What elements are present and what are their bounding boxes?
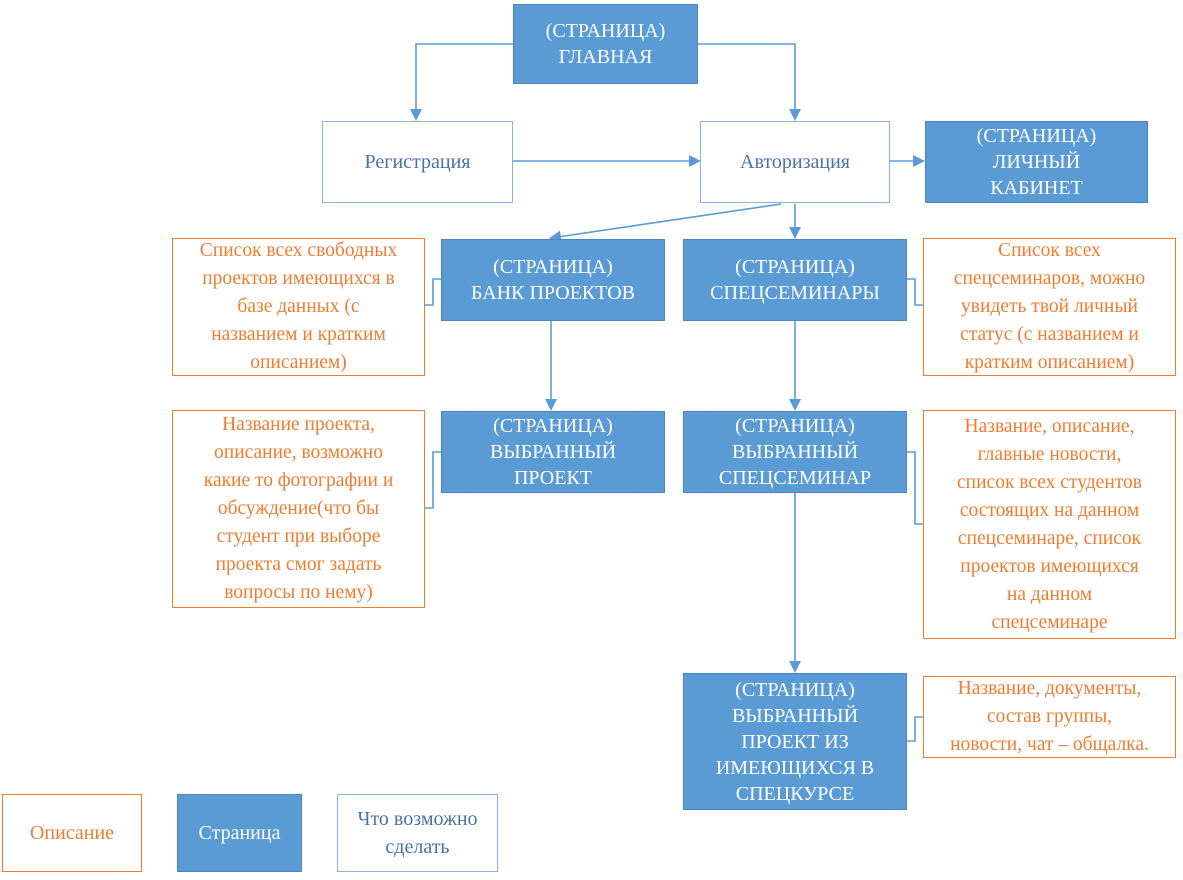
page-course-project: (СТРАНИЦА) ВЫБРАННЫЙ ПРОЕКТ ИЗ ИМЕЮЩИХСЯ… [683,673,907,810]
page-special-seminars: (СТРАНИЦА) СПЕЦСЕМИНАРЫ [683,239,907,321]
page-main: (СТРАНИЦА) ГЛАВНАЯ [513,4,698,84]
description-project-bank: Список всех свободных проектов имеющихся… [172,238,425,376]
page-personal-cabinet: (СТРАНИЦА) ЛИЧНЫЙ КАБИНЕТ [925,121,1148,203]
description-selected-project: Название проекта, описание, возможно как… [172,410,425,608]
page-selected-project: (СТРАНИЦА) ВЫБРАННЫЙ ПРОЕКТ [441,411,665,493]
page-selected-seminar: (СТРАНИЦА) ВЫБРАННЫЙ СПЕЦСЕМИНАР [683,411,907,493]
legend-description: Описание [2,794,142,872]
arrow-main-to-authorization [698,43,801,121]
bracket-project-bank-description [425,278,441,306]
description-selected-seminar: Название, описание, главные новости, спи… [923,410,1176,639]
description-course-project: Название, документы, состав группы, ново… [923,676,1176,758]
action-registration: Регистрация [322,121,513,203]
bracket-selected-seminar-description [907,451,923,525]
description-special-seminars: Список всех спецсеминаров, можно увидеть… [923,238,1176,376]
bracket-selected-project-description [425,451,441,509]
bracket-seminars-description [907,278,923,306]
arrow-main-to-registration [410,43,513,121]
arrow-authorization-to-project-bank [549,203,782,243]
bracket-course-project-description [907,716,923,742]
legend-page: Страница [177,794,302,872]
action-authorization: Авторизация [700,121,890,203]
legend-action: Что возможно сделать [337,794,498,872]
page-project-bank: (СТРАНИЦА) БАНК ПРОЕКТОВ [441,239,665,321]
